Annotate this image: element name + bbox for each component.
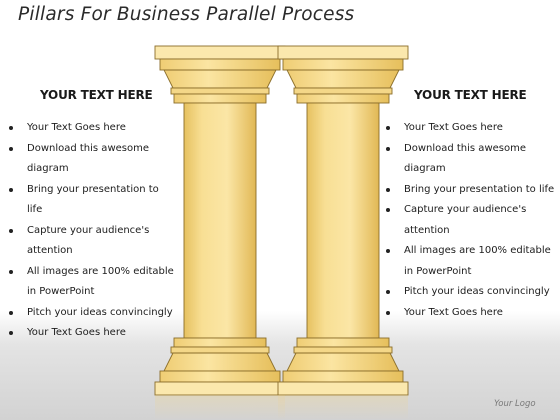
bullet-text: Download this awesome diagram [404,142,526,175]
bullet-item: Capture your audience's attention [8,221,174,262]
bullet-dot-icon [386,249,390,253]
bullet-text: Download this awesome diagram [27,142,149,175]
right-heading: YOUR TEXT HERE [414,88,527,102]
bullet-item: Pitch your ideas convincingly [385,282,557,303]
bullet-text: Your Text Goes here [27,122,126,133]
bullet-dot-icon [9,310,13,315]
bullet-text: Capture your audience's attention [27,224,150,257]
left-heading: YOUR TEXT HERE [40,88,153,102]
pillar-reflections [155,395,408,420]
bullet-item: Capture your audience's attention [385,200,557,241]
left-bullet-list: Your Text Goes here Download this awesom… [8,118,174,344]
bullet-dot-icon [9,126,13,130]
right-bullet-list: Your Text Goes here Download this awesom… [385,118,557,323]
bullet-dot-icon [386,187,390,192]
bullet-dot-icon [9,146,13,151]
logo-placeholder: Your Logo [494,399,536,409]
bullet-item: All images are 100% editable in PowerPoi… [8,262,174,303]
bullet-text: Your Text Goes here [27,327,126,338]
pillar-left [154,45,286,396]
bullet-dot-icon [386,310,390,315]
bullet-dot-icon [9,228,13,233]
bullet-dot-icon [9,269,13,274]
bullet-item: All images are 100% editable in PowerPoi… [385,241,557,282]
bullet-dot-icon [9,331,13,335]
bullet-text: Bring your presentation to life [404,183,555,195]
bullet-item: Download this awesome diagram [385,139,557,180]
bullet-item: Your Text Goes here [385,303,557,324]
bullet-dot-icon [9,187,13,192]
bullet-dot-icon [386,208,390,212]
bullet-text: All images are 100% editable in PowerPoi… [404,245,551,277]
bullet-text: Your Text Goes here [404,122,503,133]
bullet-item: Your Text Goes here [385,118,557,139]
bullet-text: All images are 100% editable in PowerPoi… [27,265,174,298]
bullet-item: Bring your presentation to life [8,180,174,221]
bullet-text: Bring your presentation to life [27,183,159,216]
bullet-item: Bring your presentation to life [385,180,557,201]
bullet-text: Pitch your ideas convincingly [404,286,550,297]
pillar-right [277,45,409,396]
bullet-item: Your Text Goes here [8,118,174,139]
bullet-item: Download this awesome diagram [8,139,174,180]
bullet-dot-icon [386,126,390,130]
bullet-dot-icon [386,146,390,151]
bullet-text: Capture your audience's attention [404,204,527,236]
bullet-item: Pitch your ideas convincingly [8,303,174,324]
bullet-text: Your Text Goes here [404,306,503,318]
bullet-item: Your Text Goes here [8,323,174,344]
bullet-dot-icon [386,290,390,294]
slide-title: Pillars For Business Parallel Process [18,4,355,25]
bullet-text: Pitch your ideas convincingly [27,306,173,318]
